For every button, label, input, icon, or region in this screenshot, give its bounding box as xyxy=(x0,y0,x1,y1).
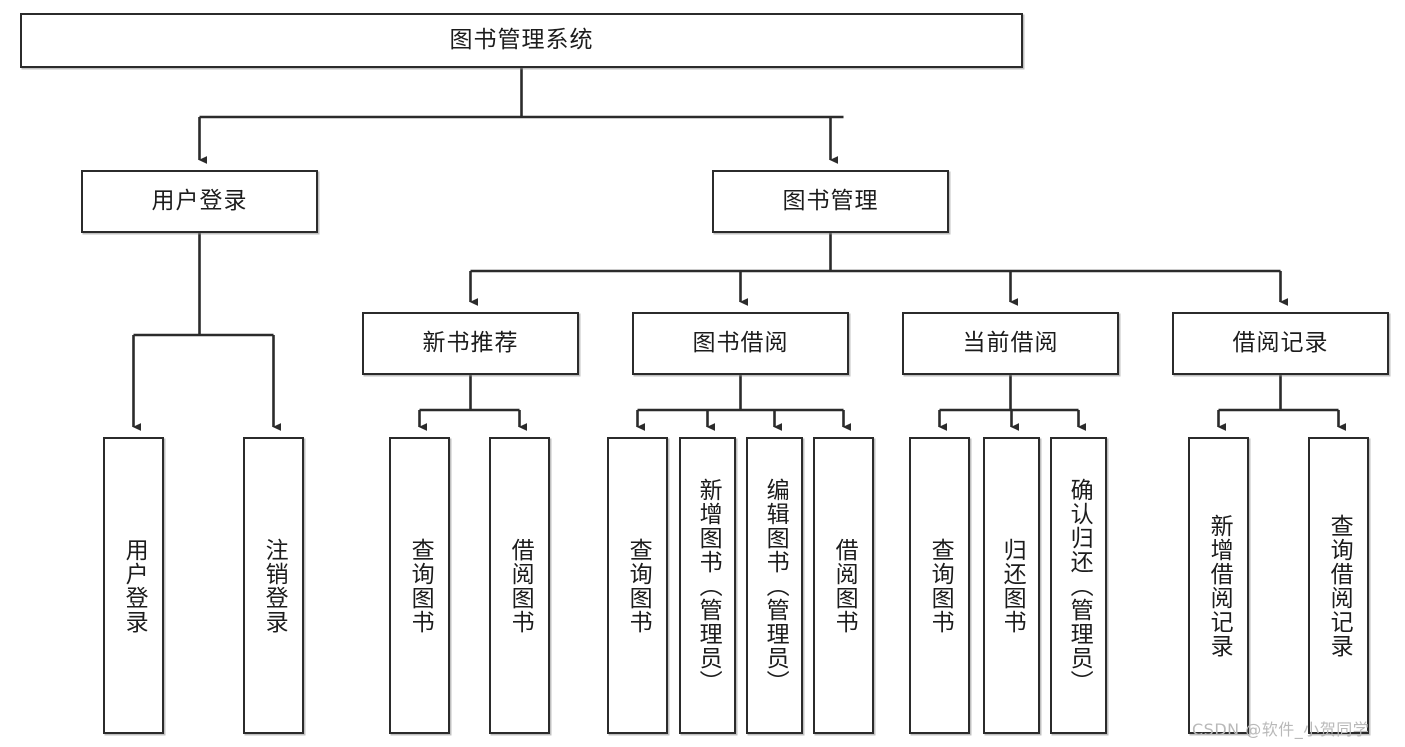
node-root-system[interactable]: 图书管理系统 xyxy=(20,13,1023,68)
node-borrow-record[interactable]: 借阅记录 xyxy=(1172,312,1389,375)
leaf-user-logout-label: 注销登录 xyxy=(261,537,288,634)
leaf-user-login-label: 用户登录 xyxy=(121,537,148,634)
leaf-confirm-return-admin-label: 确认归还（管理员） xyxy=(1066,477,1093,694)
leaf-search-borrow-record-label: 查询借阅记录 xyxy=(1326,513,1353,658)
node-book-management[interactable]: 图书管理 xyxy=(712,170,949,233)
leaf-add-book-admin[interactable]: 新增图书（管理员） xyxy=(679,437,736,734)
leaf-search-book-current[interactable]: 查询图书 xyxy=(909,437,970,734)
leaf-return-book[interactable]: 归还图书 xyxy=(983,437,1040,734)
leaf-edit-book-admin-label: 编辑图书（管理员） xyxy=(762,477,789,694)
leaf-search-book-borrow-label: 查询图书 xyxy=(625,537,652,634)
node-current-borrow[interactable]: 当前借阅 xyxy=(902,312,1119,375)
edges-newbook-to-leaves xyxy=(418,375,528,431)
leaf-search-borrow-record[interactable]: 查询借阅记录 xyxy=(1308,437,1369,734)
edges-borrow-to-leaves xyxy=(636,375,852,431)
node-book-borrow-label: 图书借阅 xyxy=(692,330,789,356)
leaf-borrow-book-recommend[interactable]: 借阅图书 xyxy=(489,437,550,734)
leaf-borrow-book-recommend-label: 借阅图书 xyxy=(507,537,534,634)
node-borrow-record-label: 借阅记录 xyxy=(1232,330,1329,356)
leaf-add-borrow-record-label: 新增借阅记录 xyxy=(1206,513,1233,658)
leaf-search-book-borrow[interactable]: 查询图书 xyxy=(607,437,668,734)
leaf-user-login[interactable]: 用户登录 xyxy=(103,437,164,734)
leaf-confirm-return-admin[interactable]: 确认归还（管理员） xyxy=(1050,437,1107,734)
edges-root-to-level1 xyxy=(198,68,844,164)
node-root-label: 图书管理系统 xyxy=(449,27,594,53)
node-user-login-label: 用户登录 xyxy=(151,188,248,214)
node-new-book-recommend-label: 新书推荐 xyxy=(422,330,519,356)
edges-record-to-leaves xyxy=(1217,375,1347,431)
edges-userlogin-to-leaves xyxy=(132,233,282,431)
leaf-return-book-label: 归还图书 xyxy=(999,537,1026,634)
leaf-search-book-recommend[interactable]: 查询图书 xyxy=(389,437,450,734)
leaf-add-book-admin-label: 新增图书（管理员） xyxy=(695,477,722,694)
node-new-book-recommend[interactable]: 新书推荐 xyxy=(362,312,579,375)
edges-bookmgmt-to-level2 xyxy=(469,233,1289,306)
leaf-search-book-current-label: 查询图书 xyxy=(927,537,954,634)
node-user-login[interactable]: 用户登录 xyxy=(81,170,318,233)
leaf-borrow-book[interactable]: 借阅图书 xyxy=(813,437,874,734)
node-current-borrow-label: 当前借阅 xyxy=(962,330,1059,356)
leaf-search-book-recommend-label: 查询图书 xyxy=(407,537,434,634)
node-book-borrow[interactable]: 图书借阅 xyxy=(632,312,849,375)
leaf-edit-book-admin[interactable]: 编辑图书（管理员） xyxy=(746,437,803,734)
node-book-management-label: 图书管理 xyxy=(782,188,879,214)
leaf-user-logout[interactable]: 注销登录 xyxy=(243,437,304,734)
leaf-add-borrow-record[interactable]: 新增借阅记录 xyxy=(1188,437,1249,734)
edges-current-to-leaves xyxy=(938,375,1087,431)
leaf-borrow-book-label: 借阅图书 xyxy=(831,537,858,634)
